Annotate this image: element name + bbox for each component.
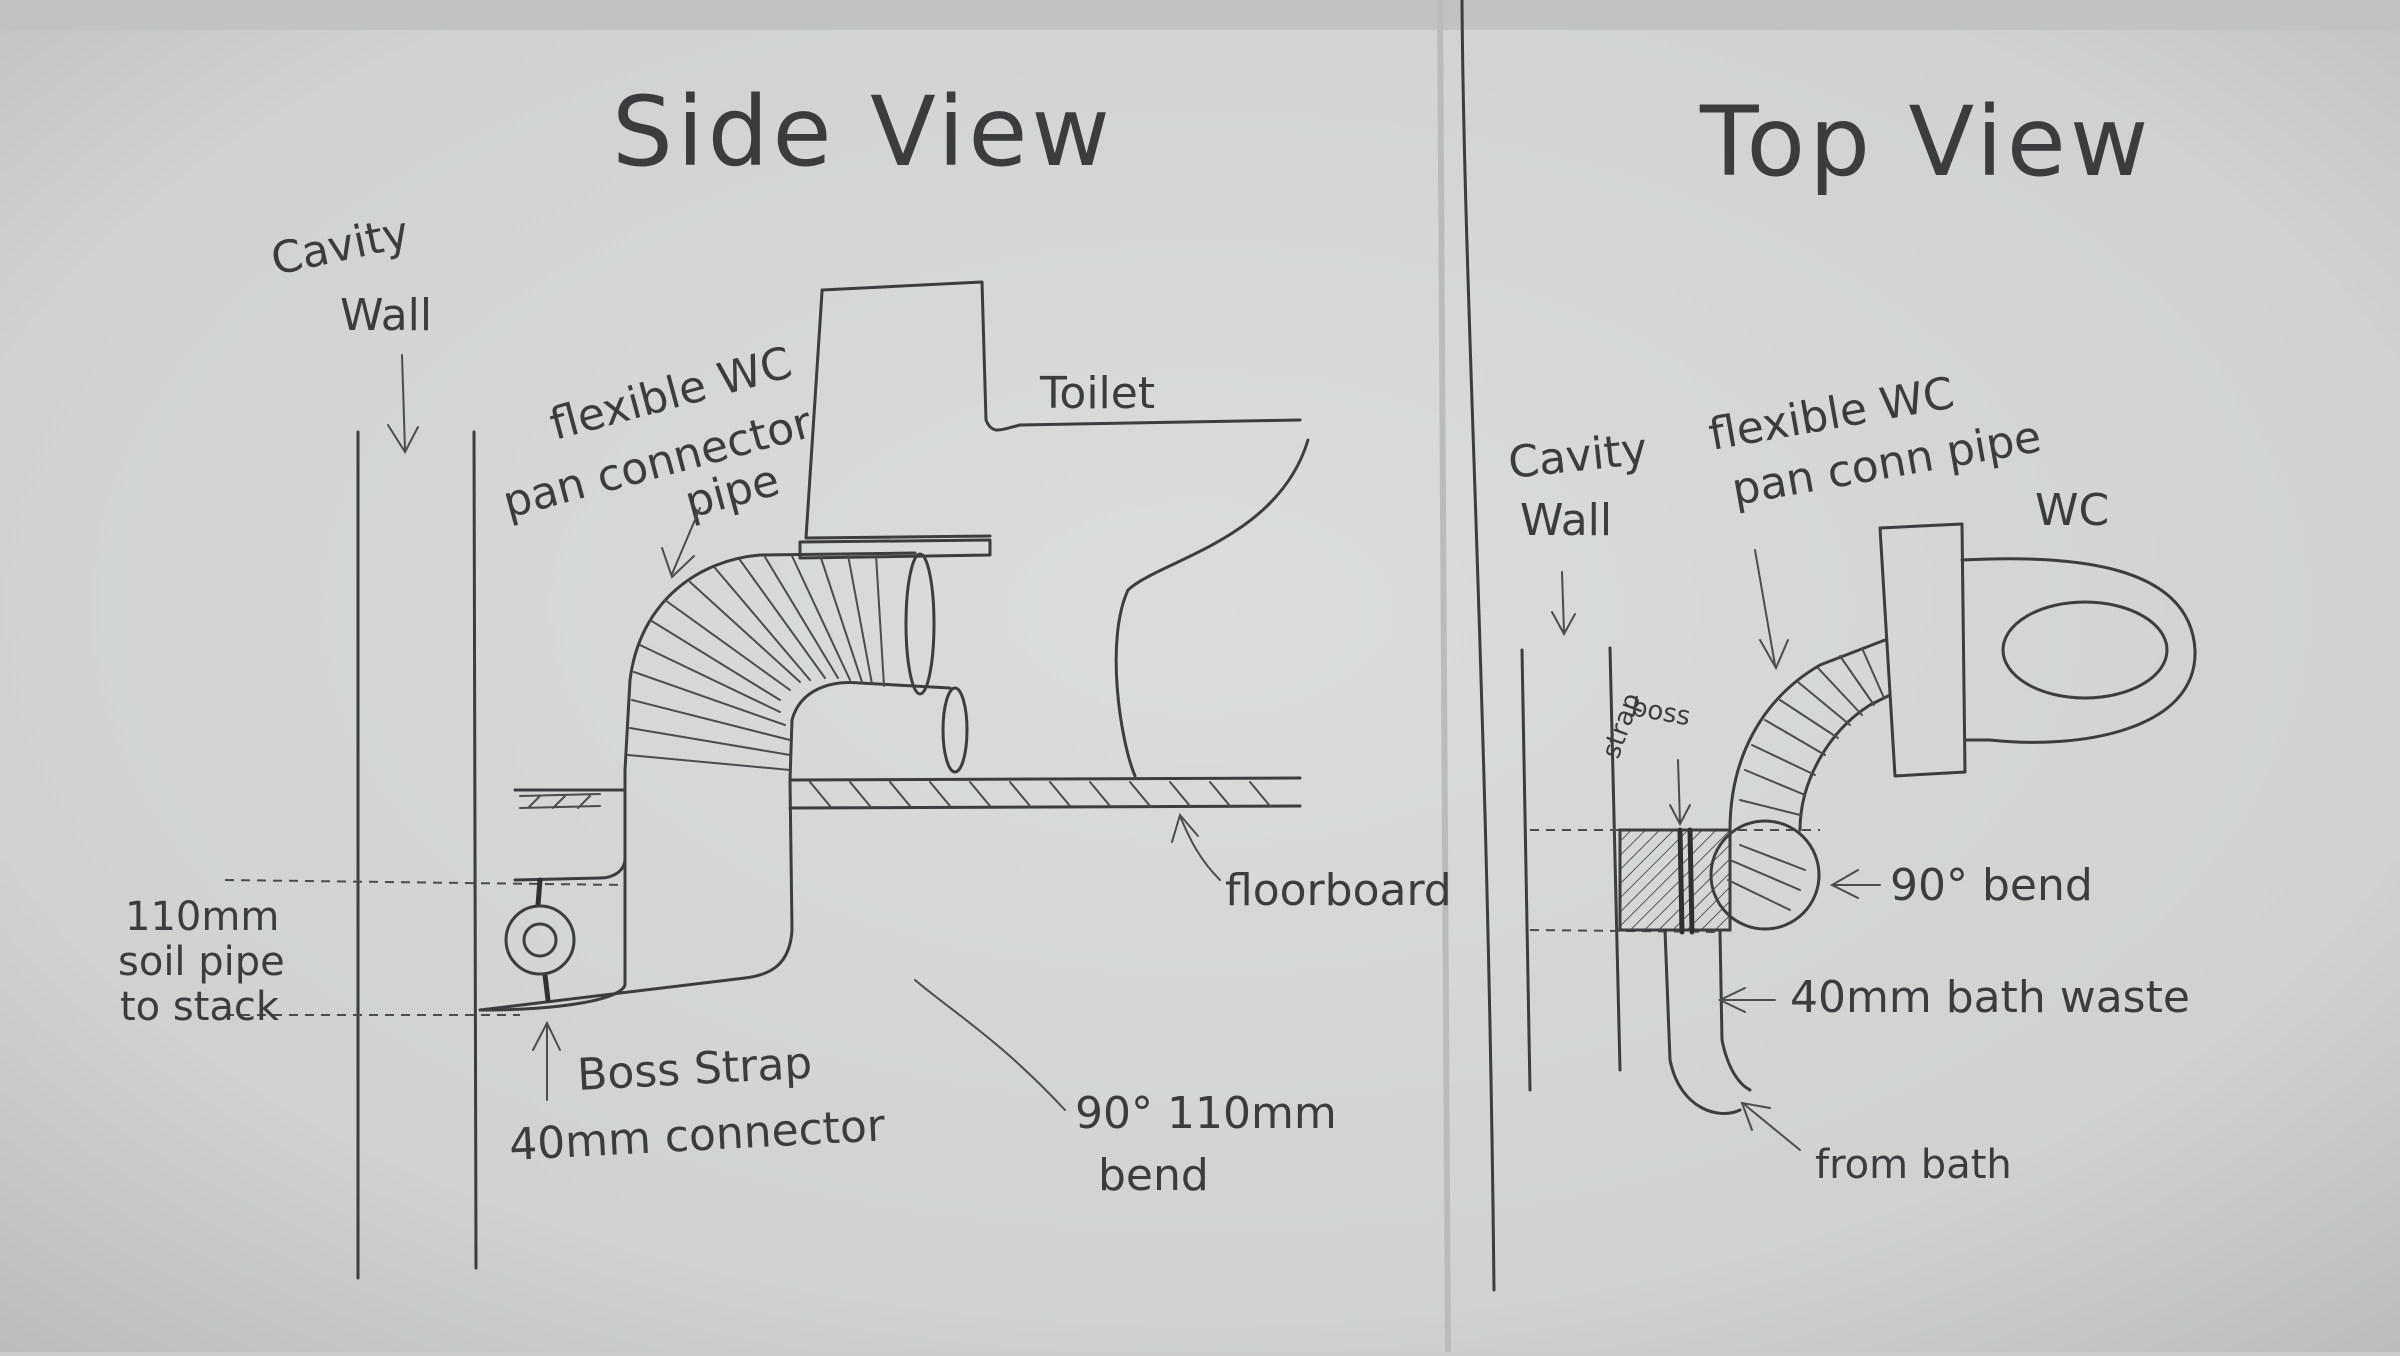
- side-connector-arrow: [661, 507, 701, 579]
- side-boss-strap: [504, 877, 576, 1003]
- top-cavity-wall-arrow: [1551, 571, 1576, 637]
- side-bend: [478, 768, 794, 1012]
- top-boss-arrow: [1669, 759, 1691, 827]
- paper-fold-line: [1437, 0, 1451, 1353]
- side-toilet: [798, 280, 1310, 778]
- top-bend-arrow: [1829, 869, 1881, 899]
- side-boss-arrow: [532, 1020, 561, 1101]
- side-joist-hatch: [519, 793, 601, 809]
- side-view-title: Side View: [612, 76, 1114, 188]
- side-floorboard-hatch: [809, 781, 1271, 807]
- top-cavity-wall-label-2: Wall: [1520, 495, 1612, 546]
- side-soil-label-3: to stack: [120, 984, 280, 1030]
- side-bend-label-1: 90° 110mm: [1075, 1088, 1337, 1139]
- top-cavity-wall-inner: [1608, 646, 1622, 1072]
- top-flexible-connector: [1709, 638, 1892, 931]
- top-bend-label: 90° bend: [1890, 860, 2093, 911]
- side-bend-arrow: [914, 979, 1066, 1111]
- side-cavity-wall-label-2: Wall: [340, 290, 432, 341]
- top-bath-waste-pipe: [1663, 928, 1752, 1115]
- top-from-bath-arrow: [1740, 1101, 1801, 1151]
- paper-edge-shadow: [0, 0, 2400, 30]
- side-soil-label-1: 110mm: [125, 894, 279, 940]
- top-bath-waste-arrow: [1717, 987, 1776, 1013]
- side-floorboard-arrow: [1171, 812, 1221, 881]
- top-cavity-wall-outer: [1520, 648, 1532, 1092]
- top-from-bath-label: from bath: [1815, 1142, 2012, 1188]
- top-wc-label: WC: [2035, 485, 2109, 536]
- side-flexible-connector: [623, 551, 969, 782]
- side-cavity-wall-inner: [472, 430, 478, 1270]
- top-connector-arrow: [1754, 549, 1789, 671]
- top-bath-waste-label: 40mm bath waste: [1790, 972, 2190, 1023]
- side-floorboard-label: floorboard: [1225, 865, 1452, 916]
- side-view: Side View Cavity Wall Toilet flexible WC…: [118, 76, 1452, 1280]
- top-boss-strap-band: [1677, 827, 1695, 935]
- side-cavity-wall-arrow: [387, 354, 419, 455]
- side-floorboard: [788, 776, 1302, 810]
- top-boss-block: [1618, 828, 1732, 932]
- top-wc: [1878, 522, 2197, 778]
- side-boss-label-1: Boss Strap: [576, 1038, 813, 1101]
- side-bend-label-2: bend: [1098, 1150, 1209, 1201]
- side-soil-label-2: soil pipe: [118, 939, 285, 985]
- top-view-title: Top View: [1699, 86, 2152, 198]
- side-toilet-label: Toilet: [1039, 368, 1155, 419]
- view-divider: [1460, 0, 1496, 1292]
- side-soil-pipe-top: [224, 879, 626, 886]
